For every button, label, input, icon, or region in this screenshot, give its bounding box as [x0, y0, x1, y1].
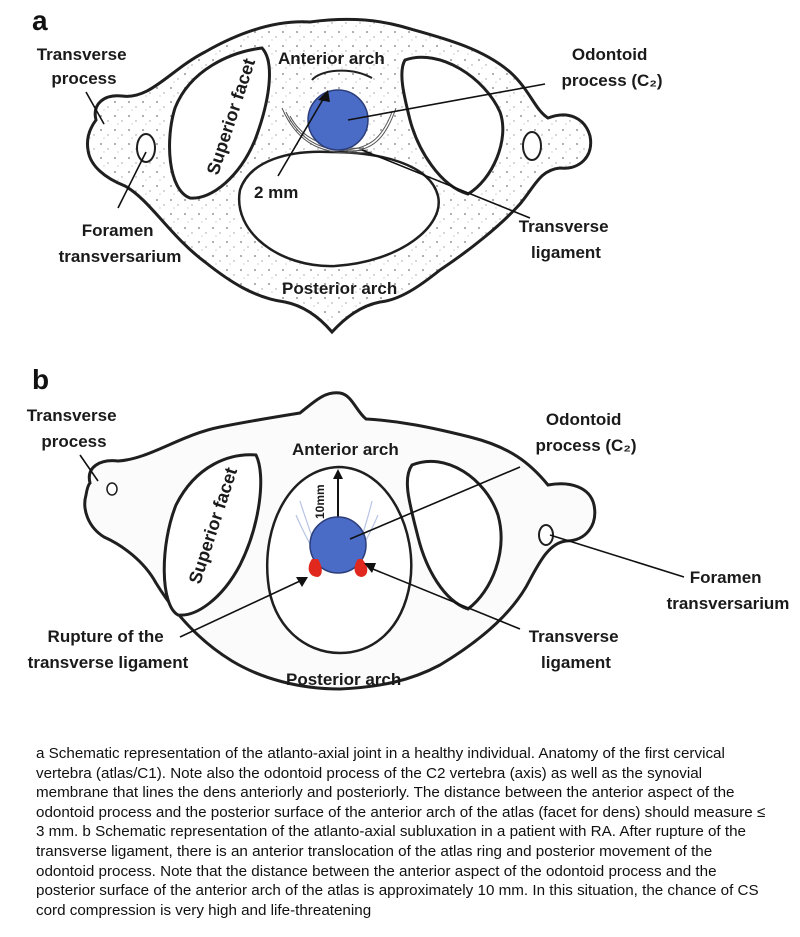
label-foramen-b: Foramen transversarium: [667, 568, 790, 613]
label-posterior-arch-b: Posterior arch: [286, 670, 401, 689]
superior-facet-left-b: [162, 453, 263, 617]
foramen-transversarium-left-b: [106, 482, 118, 496]
panel-a-diagram: a Transverse process Superior facet Ante…: [32, 5, 663, 335]
rupture-stump-left-b: [308, 559, 322, 577]
label-distance-b: 10mm: [313, 484, 327, 519]
leader-odontoid-b: [349, 466, 521, 540]
label-transverse-ligament-a: Transverse ligament: [519, 217, 614, 262]
label-transverse-ligament-b: Transverse ligament: [529, 627, 624, 672]
leader-transverse-process-a: [85, 91, 105, 125]
label-odontoid-a: Odontoid process (C₂): [561, 45, 662, 90]
panel-a-letter: a: [32, 5, 48, 36]
arrowhead-ligament-b: [364, 563, 376, 573]
anterior-arch-notch-a: [311, 69, 373, 81]
leader-foramen-b: [549, 534, 685, 578]
odontoid-process-b: [309, 516, 367, 574]
measurement-arrow-top-b: [333, 469, 343, 479]
label-distance-a: 2 mm: [254, 183, 298, 202]
panel-a: a Transverse process Superior facet Ante…: [0, 0, 800, 340]
panel-b: b Transverse process Superior facet Ante…: [0, 355, 800, 735]
odontoid-process-a: [307, 89, 369, 151]
arrowhead-rupture-b: [296, 577, 308, 587]
label-foramen-a: Foramen transversarium: [59, 221, 182, 266]
superior-facet-right-a: [400, 55, 505, 196]
vertebral-foramen-a: [237, 150, 440, 268]
label-anterior-arch-a: Anterior arch: [278, 49, 385, 68]
label-odontoid-b: Odontoid process (C₂): [535, 410, 636, 455]
foramen-transversarium-right-a: [522, 131, 542, 161]
label-transverse-process-a: Transverse process: [37, 45, 132, 88]
foramen-transversarium-left-a: [136, 133, 156, 163]
arrowhead-2mm-a: [318, 90, 330, 102]
leader-transverse-process-b: [79, 454, 99, 482]
label-anterior-arch-b: Anterior arch: [292, 440, 399, 459]
leader-odontoid-a: [347, 83, 546, 121]
leader-transverse-ligament-b: [367, 566, 521, 630]
label-rupture-b: Rupture of the transverse ligament: [28, 627, 189, 672]
label-posterior-arch-a: Posterior arch: [282, 279, 397, 298]
leader-foramen-a: [117, 151, 147, 209]
superior-facet-left-a: [168, 46, 271, 200]
panel-b-letter: b: [32, 364, 49, 395]
label-transverse-process-b: Transverse process: [27, 406, 122, 451]
figure-caption: a Schematic representation of the atlant…: [36, 745, 766, 919]
superior-facet-right-b: [405, 459, 503, 611]
leader-transverse-ligament-a: [361, 149, 531, 219]
rupture-stump-right-b: [354, 559, 368, 577]
leader-2mm-a: [277, 95, 326, 177]
leader-rupture-b: [179, 580, 301, 638]
foramen-transversarium-right-b: [538, 524, 554, 546]
panel-b-diagram: b Transverse process Superior facet Ante…: [27, 364, 790, 691]
